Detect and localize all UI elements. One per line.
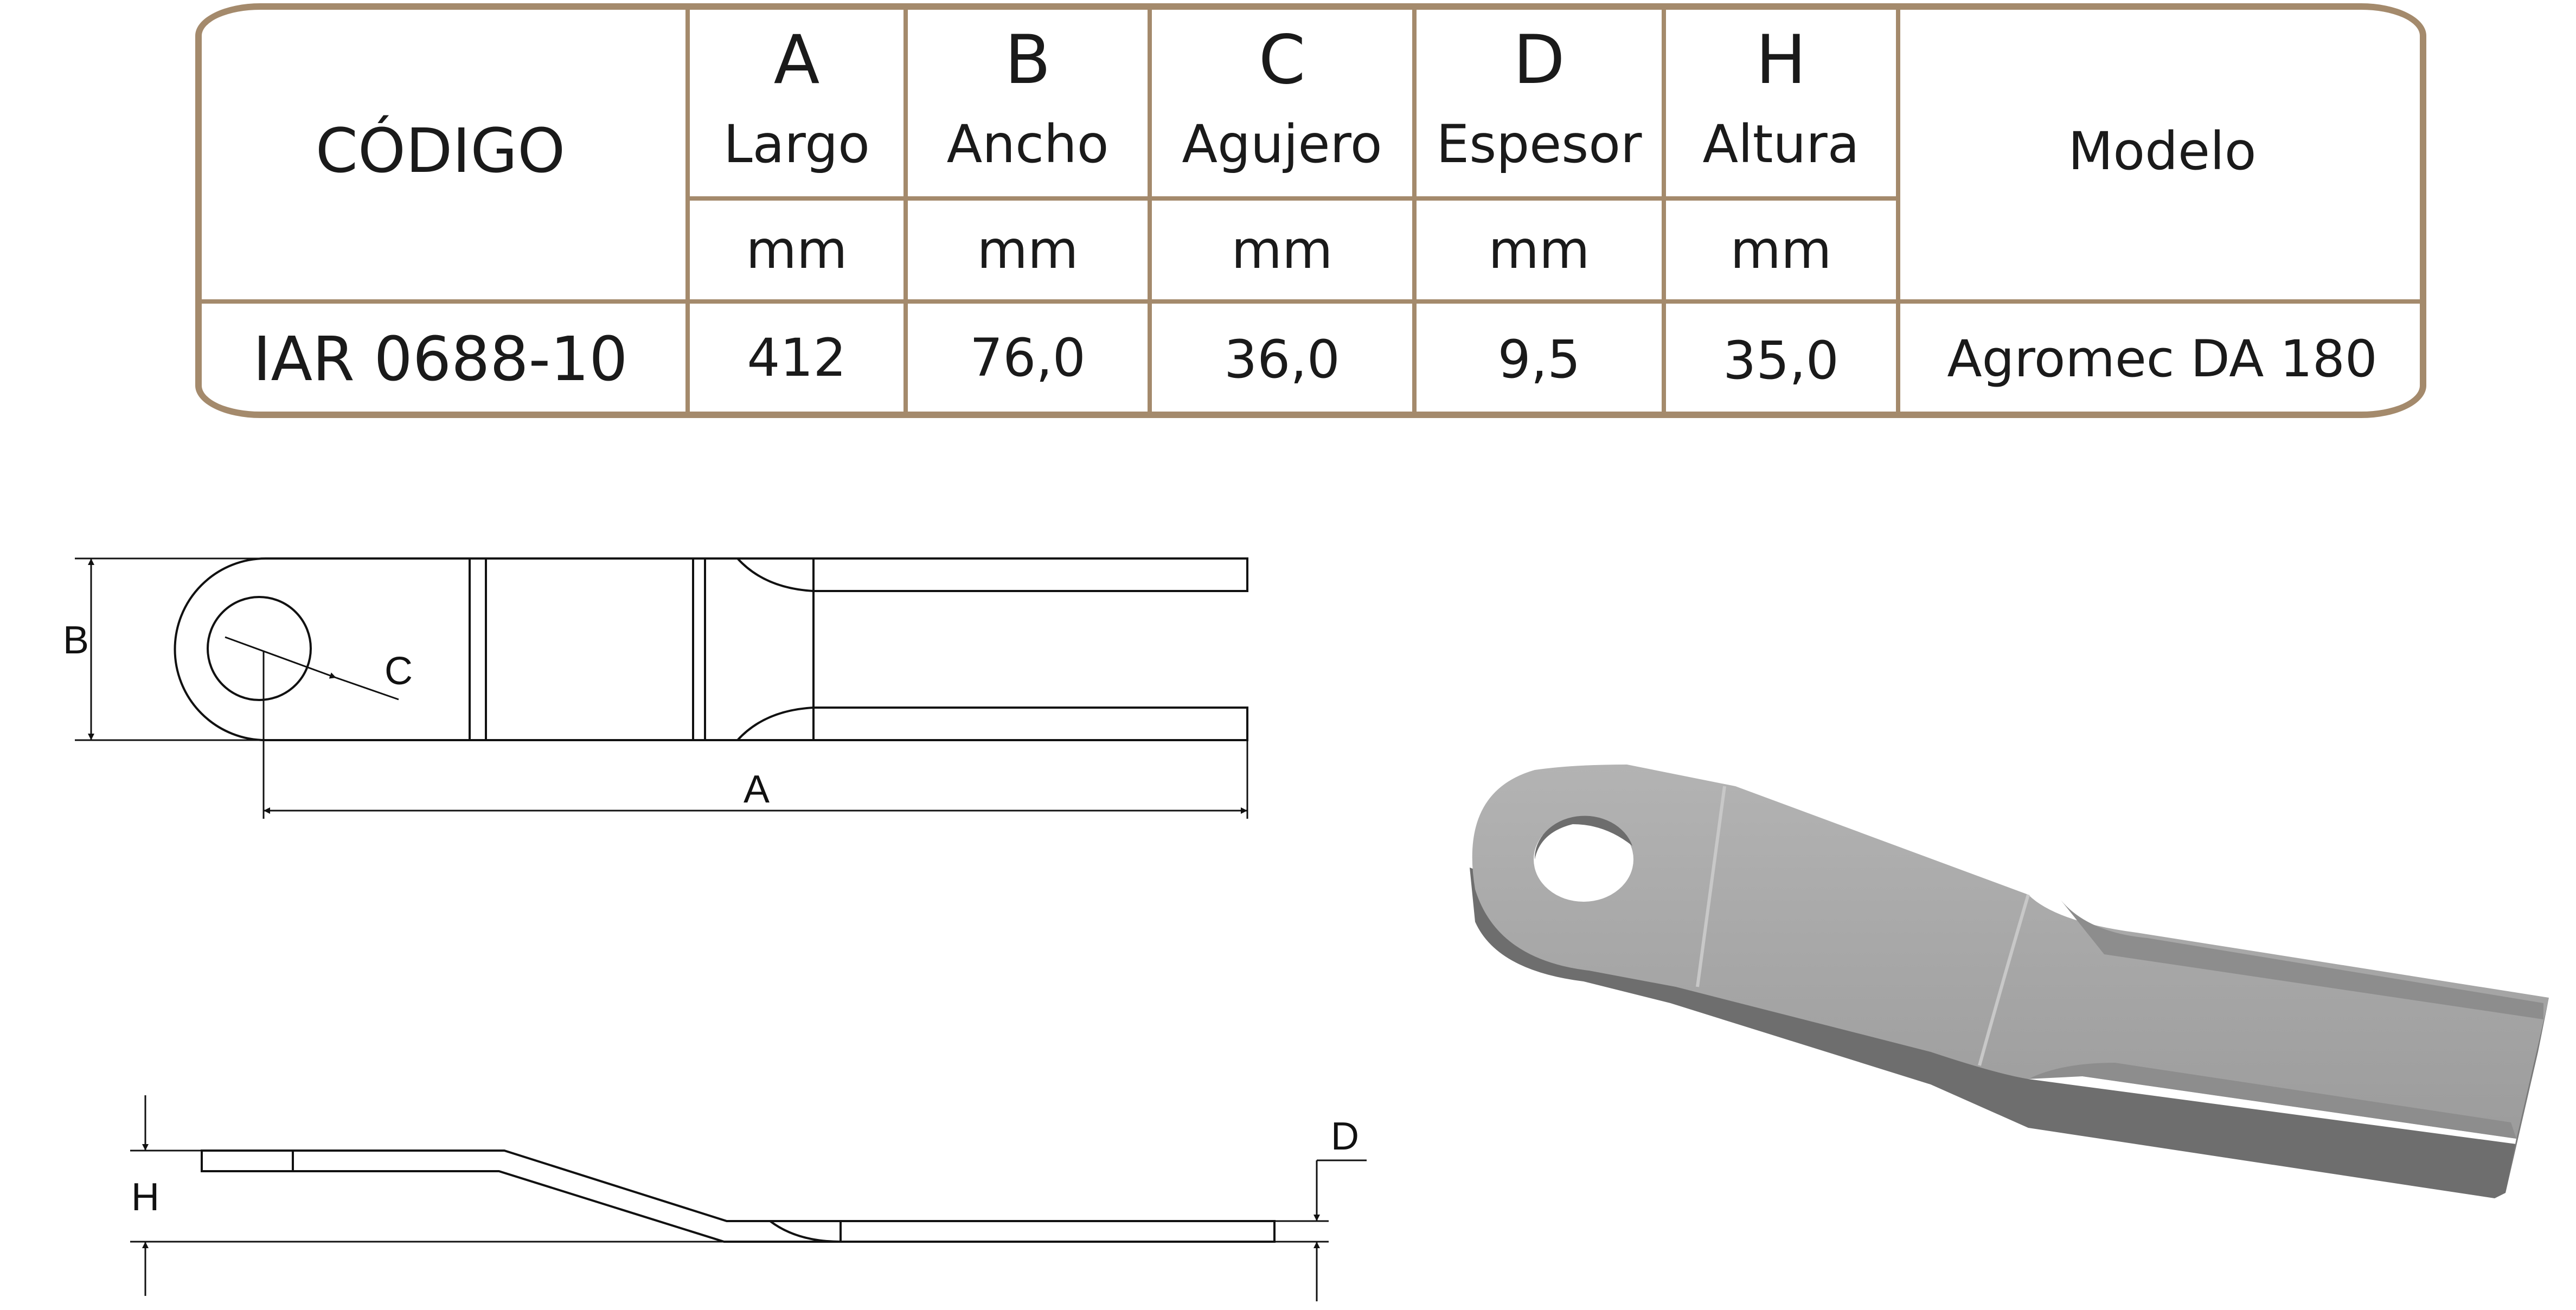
top-view-outline — [174, 557, 1248, 741]
column-b-letter: B — [1004, 21, 1051, 99]
table-divider — [1148, 7, 1152, 415]
side-view-outline — [201, 1150, 1276, 1243]
column-d-label: Espesor — [1436, 114, 1642, 175]
column-a-letter: A — [773, 21, 820, 99]
column-b-unit: mm — [977, 220, 1079, 280]
hole-circle — [207, 596, 312, 701]
row-value-b: 76,0 — [970, 328, 1086, 388]
column-h-unit: mm — [1730, 220, 1832, 280]
column-d-unit: mm — [1488, 220, 1590, 280]
top-view-dimensions — [75, 557, 1248, 819]
column-a-unit: mm — [746, 220, 848, 280]
row-value-a: 412 — [747, 328, 847, 388]
column-h-letter: H — [1755, 21, 1806, 99]
row-value-h: 35,0 — [1723, 330, 1839, 391]
dim-label-b: B — [63, 619, 89, 662]
column-h-label: Altura — [1702, 114, 1860, 175]
model-header: Modelo — [2068, 121, 2257, 182]
dim-label-h: H — [131, 1176, 159, 1219]
table-divider — [685, 196, 1900, 201]
column-d-letter: D — [1513, 21, 1565, 99]
table-divider — [1412, 7, 1417, 415]
dim-label-a: A — [744, 768, 770, 811]
table-frame — [195, 3, 2426, 418]
table-divider — [1896, 7, 1900, 415]
column-a-label: Largo — [723, 114, 870, 175]
table-divider — [685, 7, 690, 415]
table-divider — [197, 299, 2423, 304]
row-value-c: 36,0 — [1224, 329, 1340, 390]
table-divider — [1662, 7, 1666, 415]
blade-3d-render — [1470, 765, 2549, 1198]
dim-label-d: D — [1331, 1115, 1359, 1158]
column-c-letter: C — [1258, 21, 1306, 99]
column-c-unit: mm — [1231, 220, 1333, 280]
code-header: CÓDIGO — [315, 116, 566, 187]
column-c-label: Agujero — [1182, 114, 1382, 175]
side-view-dimensions — [130, 1095, 1367, 1301]
column-b-label: Ancho — [946, 114, 1109, 175]
dim-label-c: C — [385, 650, 413, 693]
spec-table: CÓDIGO A Largo mm B Ancho mm C Agujero m… — [195, 3, 2426, 418]
row-code: IAR 0688-10 — [253, 324, 628, 395]
table-divider — [903, 7, 908, 415]
row-model: Agromec DA 180 — [1947, 330, 2378, 389]
row-value-d: 9,5 — [1497, 329, 1581, 390]
